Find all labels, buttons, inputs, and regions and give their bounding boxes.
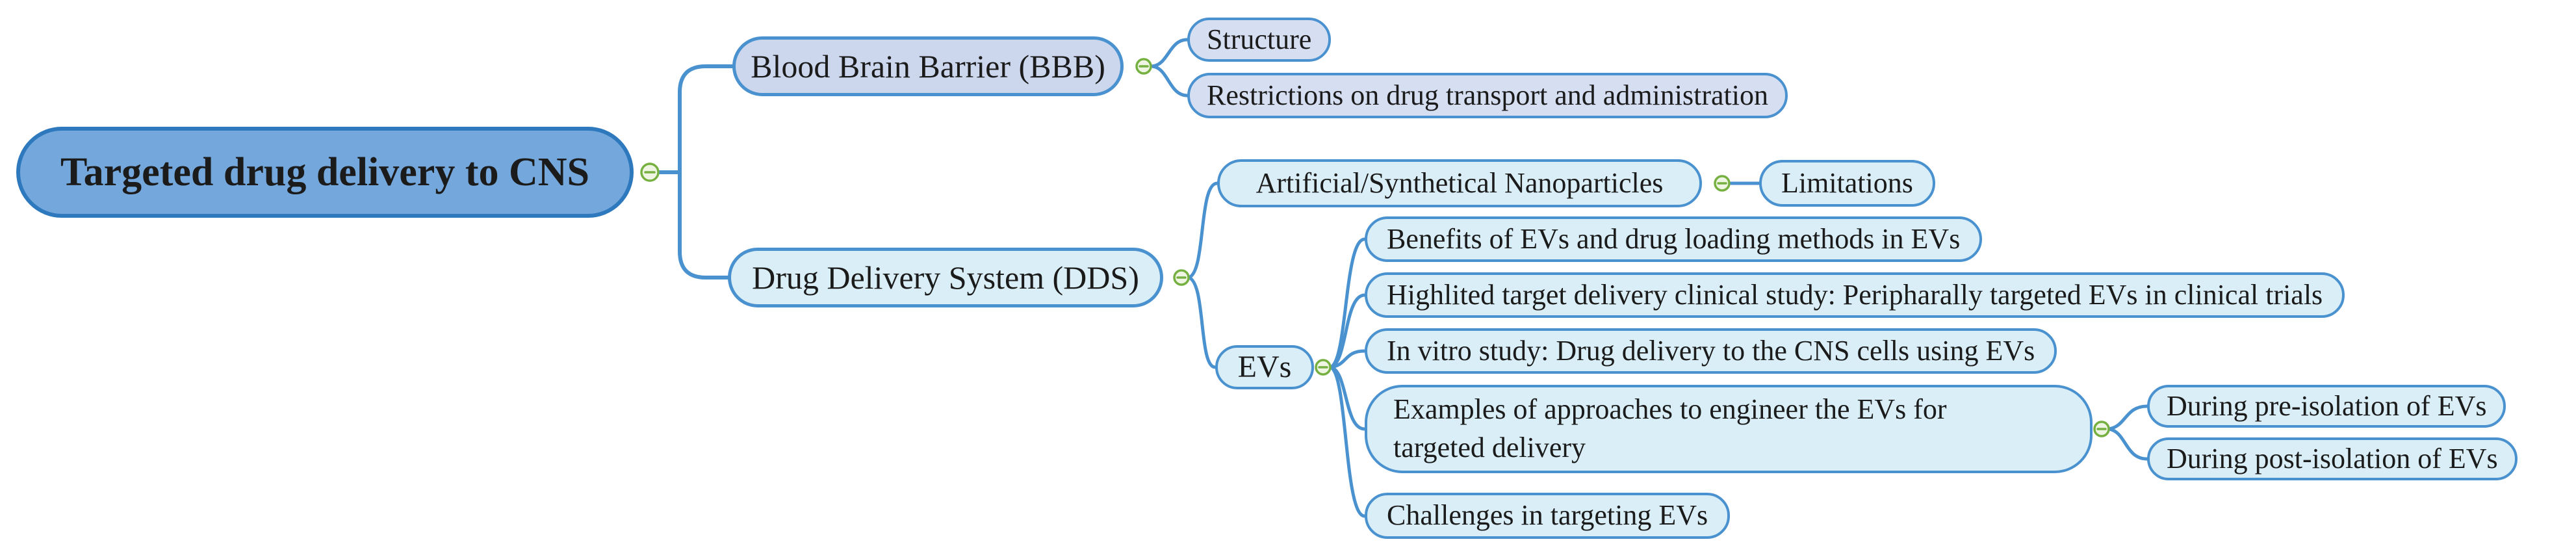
node-label: Challenges in targeting EVs xyxy=(1387,499,1708,532)
connector-bbb-structure xyxy=(1149,38,1189,68)
connector-dds-nanoparticles xyxy=(1187,181,1219,280)
node-nanoparticles[interactable]: Artificial/Synthetical Nanoparticles xyxy=(1217,159,1702,207)
node-label: During pre-isolation of EVs xyxy=(2167,389,2487,422)
node-label: Highlited target delivery clinical study… xyxy=(1387,278,2323,311)
node-drug-delivery-system[interactable]: Drug Delivery System (DDS) xyxy=(728,248,1163,307)
node-label: Blood Brain Barrier (BBB) xyxy=(751,48,1105,84)
node-limitations[interactable]: Limitations xyxy=(1759,160,1935,207)
node-pre-isolation[interactable]: During pre-isolation of EVs xyxy=(2147,385,2506,428)
collapse-indicator-bbb[interactable] xyxy=(1135,58,1152,75)
connector-bbb-restrictions xyxy=(1149,64,1189,98)
node-label: Drug Delivery System (DDS) xyxy=(752,259,1139,296)
connector-root-dds xyxy=(678,170,730,280)
node-invitro-study[interactable]: In vitro study: Drug delivery to the CNS… xyxy=(1365,328,2057,374)
node-root[interactable]: Targeted drug delivery to CNS xyxy=(16,127,634,218)
node-label: During post-isolation of EVs xyxy=(2167,442,2498,474)
node-label: Examples of approaches to engineer the E… xyxy=(1393,393,1947,463)
connector-examples-post xyxy=(2107,427,2149,461)
connector-dds-evs xyxy=(1187,276,1217,369)
connector-evs-benefits xyxy=(1328,237,1367,369)
node-label: Benefits of EVs and drug loading methods… xyxy=(1387,222,1961,255)
node-label: In vitro study: Drug delivery to the CNS… xyxy=(1387,334,2035,367)
node-benefits[interactable]: Benefits of EVs and drug loading methods… xyxy=(1365,216,1983,262)
node-challenges[interactable]: Challenges in targeting EVs xyxy=(1365,493,1731,539)
node-label: Artificial/Synthetical Nanoparticles xyxy=(1256,166,1664,199)
collapse-indicator-root[interactable] xyxy=(640,162,660,182)
connector-evs-invitro xyxy=(1328,349,1367,369)
node-restrictions[interactable]: Restrictions on drug transport and admin… xyxy=(1187,73,1788,118)
connector-evs-clinical xyxy=(1328,293,1367,369)
node-label: Limitations xyxy=(1781,166,1913,199)
node-label: EVs xyxy=(1237,350,1292,385)
connector-evs-examples xyxy=(1328,365,1367,431)
connector-root-bbb xyxy=(678,64,734,174)
collapse-indicator-dds[interactable] xyxy=(1173,269,1190,286)
node-clinical-study[interactable]: Highlited target delivery clinical study… xyxy=(1365,272,2345,318)
node-label: Restrictions on drug transport and admin… xyxy=(1207,79,1768,111)
connector-examples-pre xyxy=(2107,404,2149,431)
node-evs[interactable]: EVs xyxy=(1215,345,1314,389)
collapse-indicator-evs[interactable] xyxy=(1315,359,1332,376)
collapse-indicator-nanoparticles[interactable] xyxy=(1714,175,1731,192)
node-post-isolation[interactable]: During post-isolation of EVs xyxy=(2147,437,2518,480)
node-root-label: Targeted drug delivery to CNS xyxy=(60,150,589,194)
node-label: Structure xyxy=(1207,23,1312,55)
node-engineering-examples[interactable]: Examples of approaches to engineer the E… xyxy=(1365,385,2093,473)
collapse-indicator-examples[interactable] xyxy=(2093,421,2110,437)
node-blood-brain-barrier[interactable]: Blood Brain Barrier (BBB) xyxy=(732,36,1124,96)
connector-evs-challenges xyxy=(1328,365,1367,518)
node-structure[interactable]: Structure xyxy=(1187,18,1332,62)
